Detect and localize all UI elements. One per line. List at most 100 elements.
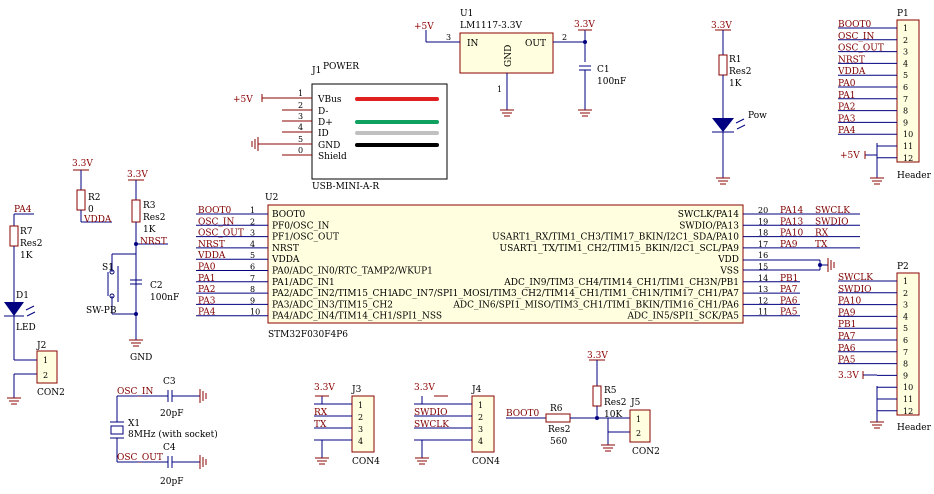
- s1-part: SW-PB: [86, 306, 117, 316]
- j1-name-vbus: VBus: [317, 95, 342, 105]
- u2-body: [267, 204, 744, 324]
- r7-value: 1K: [20, 251, 33, 261]
- p2-pin-number: 9: [903, 371, 908, 380]
- j1-pin1: 1: [298, 89, 303, 98]
- u2-left-pin-name: PA1/ADC_IN1: [272, 278, 335, 288]
- r6-type: Res2: [548, 425, 570, 435]
- p2-pin-number: 12: [903, 407, 913, 416]
- u1-body: [459, 32, 554, 74]
- u2-left-pin-name: VDDA: [271, 255, 300, 265]
- r5-value: 10K: [604, 410, 622, 420]
- u1-pin-out: OUT: [525, 39, 546, 49]
- j3-body: [351, 395, 375, 453]
- c3-net: OSC_IN: [117, 387, 153, 397]
- p1-pin-number: 7: [903, 95, 908, 104]
- u1-pin3: 3: [446, 33, 451, 42]
- r5-body: [592, 385, 602, 407]
- u2-right-pin-number: 19: [758, 217, 768, 226]
- j3-pin-number: 2: [358, 413, 363, 422]
- u2-right-func: SWCLK: [815, 206, 850, 216]
- u2-right-net: PA5: [780, 308, 798, 318]
- u2-left-net: PA2: [198, 285, 215, 295]
- header-p2: P2 Header 12 1SWCLK2SWDIO3PA104PA95PB16P…: [838, 262, 934, 433]
- u2-left-pin-number: 1: [250, 206, 255, 215]
- r6-body: [545, 413, 571, 423]
- j1-name-id: ID: [318, 129, 329, 139]
- capacitor-c1: C1 100nF: [578, 65, 626, 117]
- p2-ref: P2: [897, 262, 909, 272]
- j4-pin-number: 2: [478, 413, 483, 422]
- d1-part: LED: [16, 323, 36, 333]
- j1-pin5: 5: [298, 135, 303, 144]
- u2-left-net: PA0: [198, 263, 216, 273]
- p2-pin-number: 2: [903, 289, 908, 298]
- j5-body: [629, 409, 651, 443]
- c1-value: 100nF: [597, 77, 626, 87]
- p1-supply: +5V: [840, 151, 860, 161]
- u2-right-pin-name: VDD: [717, 255, 739, 265]
- p1-pin-number: 2: [903, 36, 908, 45]
- p1-net: PA0: [838, 79, 856, 89]
- usb-connector-j1: J1 POWER USB-MINI-A-R +5V 1 2 3 4 5 0 VB…: [233, 62, 448, 192]
- r1-body: [718, 54, 728, 76]
- j5-pin1: 1: [636, 415, 641, 424]
- p2-net: SWCLK: [838, 273, 873, 283]
- u2-right-pin-name: USART1_TX/TIM1_CH2/TIM15_BKIN/I2C1_SCL/P…: [500, 244, 740, 254]
- p2-net: PA6: [838, 344, 856, 354]
- c1-ref: C1: [597, 65, 610, 75]
- p1-net: VDDA: [837, 67, 866, 77]
- j3-net: 3.3V: [314, 383, 335, 393]
- u2-ref: U2: [265, 193, 278, 203]
- r7-net: PA4: [14, 205, 32, 215]
- r5-type: Res2: [604, 398, 626, 408]
- u2-left-pin-number: 4: [250, 240, 255, 249]
- r6-net: BOOT0: [506, 409, 540, 419]
- boot-circuit: BOOT0 R6 Res2 560 3.3V R5 Res2 10K J5 1 …: [506, 351, 660, 457]
- u2-right-net: PA6: [780, 296, 798, 306]
- r5-supply: 3.3V: [587, 351, 608, 361]
- c3-ref: C3: [163, 377, 176, 387]
- u2-right-pin-number: 13: [758, 285, 768, 294]
- c4-value: 20pF: [160, 477, 183, 487]
- r7-ref: R7: [20, 227, 33, 237]
- u2-right-pin-name: ADC_IN6/SPI1_MISO/TIM3_CH1/TIM1_BKIN/TIM…: [452, 300, 739, 310]
- j2-ref: J2: [36, 341, 46, 351]
- p1-net: PA1: [838, 91, 855, 101]
- r2-net: VDDA: [83, 215, 112, 225]
- p1-pin-number: 8: [903, 107, 908, 116]
- j1-title: POWER: [323, 62, 359, 72]
- r5-ref: R5: [604, 386, 617, 396]
- p1-part: Header 12: [897, 171, 934, 181]
- j4-part: CON4: [472, 457, 500, 467]
- r2-supply: 3.3V: [72, 159, 93, 169]
- j5-part: CON2: [632, 447, 660, 457]
- pow-led-label: Pow: [748, 111, 767, 121]
- j3-net: TX: [314, 420, 327, 430]
- u2-left-pin-name: PA0/ADC_IN0/RTC_TAMP2/WKUP1: [272, 267, 433, 277]
- p2-supply: 3.3V: [838, 371, 859, 381]
- j3-part: CON4: [352, 457, 380, 467]
- j4-net: 3.3V: [414, 383, 435, 393]
- p2-net: PB1: [838, 320, 856, 330]
- u1-pin1: 1: [497, 85, 502, 94]
- u2-left-net: PA3: [198, 296, 216, 306]
- u2-left-pin-number: 8: [250, 285, 255, 294]
- r2-body: [76, 189, 86, 211]
- j1-ref: J1: [311, 66, 321, 76]
- usb-wire-colors: [355, 97, 439, 147]
- p1-net: NRST: [838, 55, 865, 65]
- u2-left-pin-name: PA4/ADC_IN4/TIM14_CH1/SPI1_NSS: [272, 312, 442, 322]
- j1-name-dminus: D-: [318, 107, 328, 117]
- j1-pin3: 3: [298, 112, 303, 121]
- u2-left-pin-name: PA2/ADC_IN2/TIM15_CH1: [272, 289, 393, 299]
- j4-pin-number: 1: [478, 401, 483, 410]
- d1-ref: D1: [16, 291, 29, 301]
- p2-net: PA7: [838, 332, 856, 342]
- u2-left-pin-name: BOOT0: [272, 210, 306, 220]
- u2-right-pin-name: ADC_IN5/SPI1_SCK/PA5: [626, 312, 739, 322]
- j3-pin-number: 3: [358, 425, 363, 434]
